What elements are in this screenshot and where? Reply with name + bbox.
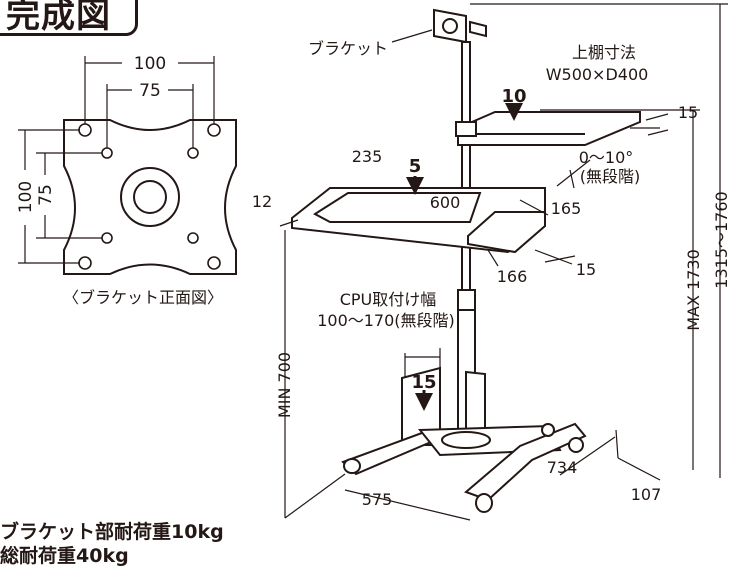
- load-note-bracket: ブラケット部耐荷重10kg: [0, 521, 224, 543]
- bracket-center-ring-outer: [120, 167, 180, 227]
- label-cpu-load: 15: [411, 372, 436, 393]
- page-title: 完成図: [6, 0, 111, 36]
- label-cpu-range: 100〜170(無段階): [317, 311, 455, 330]
- label-tilt: 0〜10°: [579, 148, 634, 167]
- label-keyboard-thickness-right: 15: [576, 260, 596, 279]
- upper-shelf-clamp: [455, 121, 477, 137]
- bracket-center-ring-inner: [133, 180, 167, 214]
- base-hub: [441, 431, 491, 449]
- caster: [475, 493, 493, 513]
- title-badge: [0, 0, 138, 36]
- dim-bracket-height-outer: 100: [16, 181, 36, 213]
- label-keyboard-width: 600: [430, 193, 461, 212]
- label-total-height: 1315〜1760: [712, 191, 731, 288]
- label-side-width: 166: [497, 267, 528, 286]
- upper-shelf: [457, 111, 641, 146]
- label-keyboard-thickness-left: 12: [252, 192, 272, 211]
- label-upper-shelf-size: W500×D400: [546, 65, 649, 84]
- label-side-depth: 165: [551, 199, 582, 218]
- caster: [343, 458, 361, 474]
- bracket-front-caption: 〈ブラケット正面図〉: [63, 288, 223, 307]
- label-caster-offset: 107: [631, 485, 662, 504]
- label-upper-shelf-load: 10: [501, 86, 526, 107]
- load-note-total: 総耐荷重40kg: [0, 545, 129, 567]
- bracket-hole: [207, 256, 221, 270]
- label-min-height: MIN 700: [275, 352, 294, 418]
- dim-bracket-width-inner: 75: [139, 81, 161, 101]
- label-base-depth: 734: [547, 458, 578, 477]
- caster: [541, 423, 555, 437]
- mount-knob: [469, 20, 487, 38]
- side-tray: [467, 211, 546, 254]
- monitor-mount-hub: [442, 18, 458, 34]
- label-tilt-note: (無段階): [580, 167, 641, 186]
- label-upper-shelf-thickness: 15: [678, 103, 698, 122]
- upper-pole: [461, 41, 471, 293]
- caster: [568, 437, 584, 453]
- label-base-width: 575: [362, 490, 393, 509]
- dim-bracket-height-inner: 75: [36, 184, 56, 206]
- label-max-height: MAX 1730: [684, 249, 703, 331]
- keyboard-pad: [313, 192, 482, 223]
- bracket-plate: [63, 119, 237, 275]
- label-upper-shelf-title: 上棚寸法: [572, 43, 636, 62]
- dimension-lines: [279, 3, 728, 521]
- stand-drawing: [291, 8, 641, 513]
- label-cpu-title: CPU取付け幅: [340, 290, 437, 309]
- casters: [343, 423, 584, 513]
- dim-bracket-width-outer: 100: [134, 54, 166, 74]
- load-arrows: [406, 103, 523, 411]
- bracket-front-view: 100 75 100 75 〈ブラケット正面図〉: [16, 54, 237, 307]
- label-bracket: ブラケット: [308, 39, 388, 58]
- bracket-hole: [187, 232, 199, 244]
- label-keyboard-load: 5: [409, 156, 422, 177]
- label-keyboard-depth: 235: [352, 147, 383, 166]
